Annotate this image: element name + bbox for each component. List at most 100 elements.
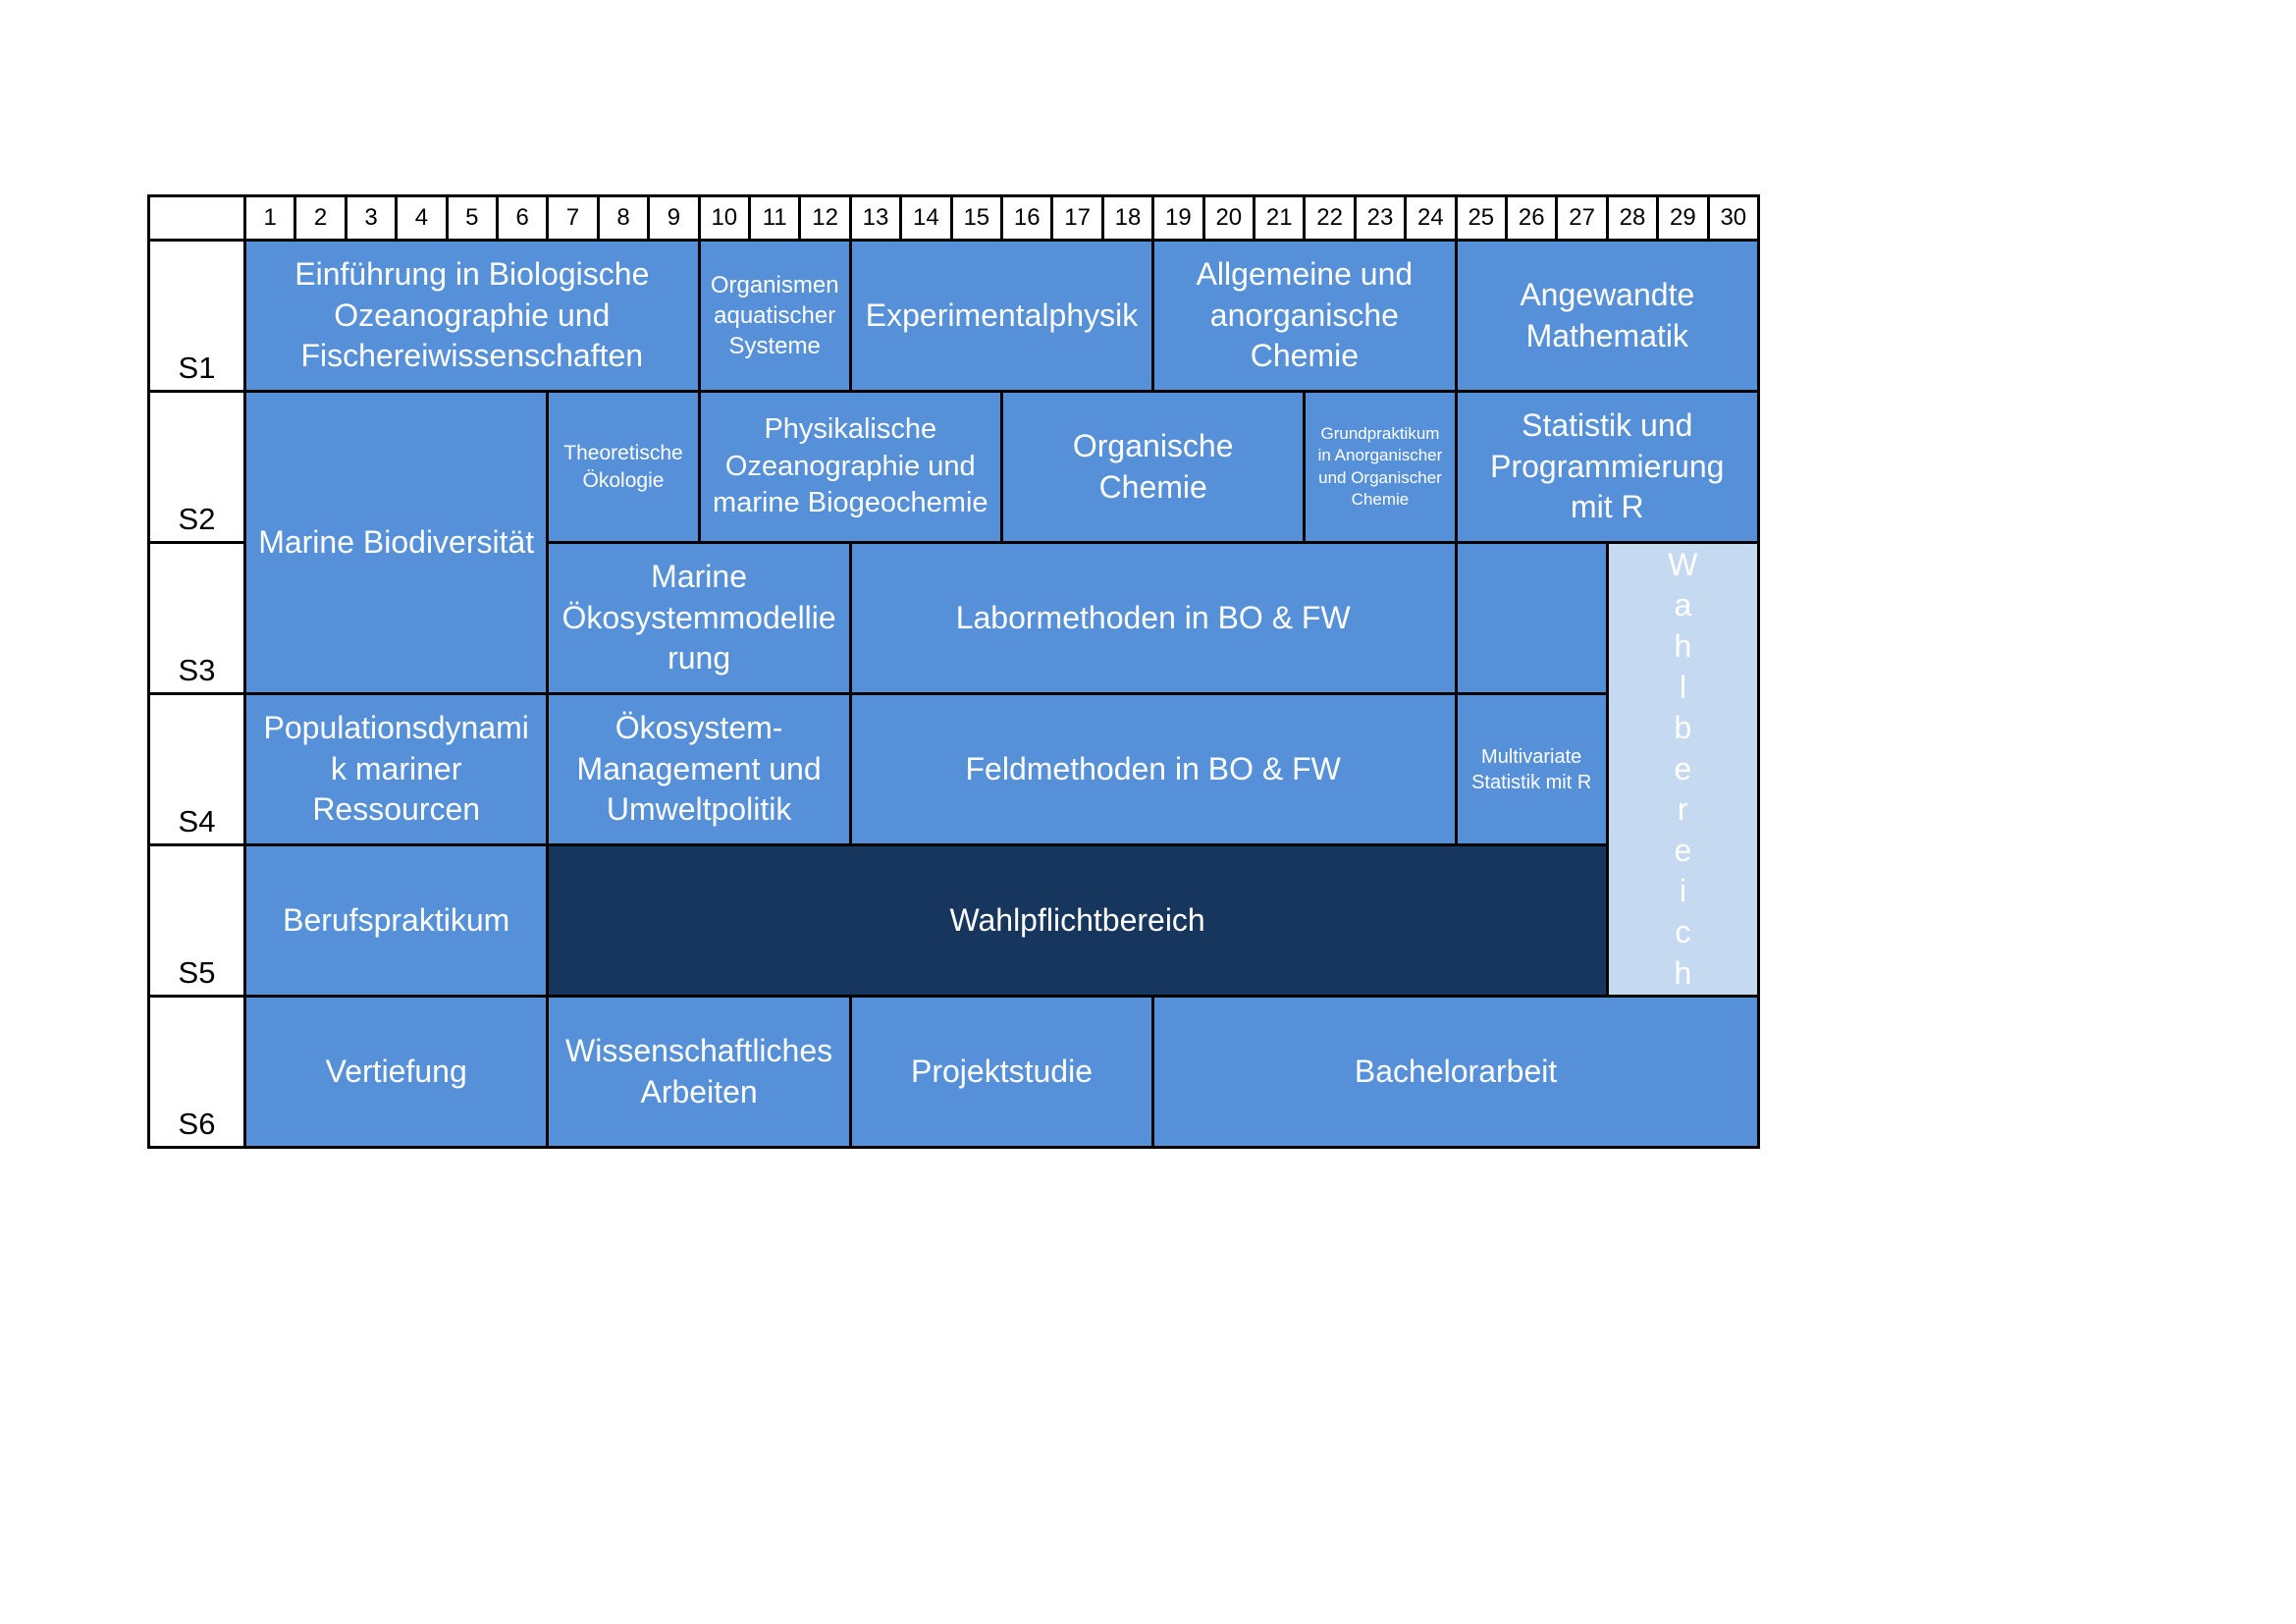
column-number: 8	[616, 204, 630, 231]
column-header: 17	[1050, 194, 1104, 242]
module-block: Multivariate Statistik mit R	[1454, 692, 1609, 846]
module-label: Projektstudie	[911, 1053, 1093, 1089]
column-header: 3	[344, 194, 399, 242]
semester-name: S1	[178, 351, 216, 385]
module-label: Statistik und Programmierung mit R	[1490, 407, 1725, 525]
column-number: 5	[465, 204, 479, 231]
module-block: Wissenschaftliches Arbeiten	[546, 995, 852, 1149]
column-header: 10	[697, 194, 751, 242]
module-label: Multivariate Statistik mit R	[1471, 745, 1592, 793]
module-label: Bachelorarbeit	[1354, 1053, 1558, 1089]
module-label: Physikalische Ozeanographie und marine B…	[713, 412, 988, 519]
column-number: 9	[667, 204, 681, 231]
semester-label: S6	[147, 995, 246, 1149]
column-number: 17	[1064, 204, 1091, 231]
column-number: 6	[515, 204, 529, 231]
column-header: 21	[1253, 194, 1307, 242]
column-header: 26	[1505, 194, 1559, 242]
column-number: 1	[263, 204, 277, 231]
module-block: Berufspraktikum	[243, 843, 550, 998]
module-block: Grundpraktikum in Anorganischer und Orga…	[1303, 390, 1458, 544]
semester-name: S2	[178, 502, 216, 536]
column-header: 7	[546, 194, 600, 242]
module-block: Theoretische Ökologie	[546, 390, 701, 544]
module-block: Organismen aquatischer Systeme	[697, 239, 852, 393]
column-number: 19	[1165, 204, 1192, 231]
column-header: 5	[445, 194, 499, 242]
module-label: Labormethoden in BO & FW	[955, 599, 1351, 635]
column-header: 9	[647, 194, 701, 242]
column-number: 25	[1468, 204, 1495, 231]
column-header: 30	[1706, 194, 1760, 242]
module-block: Vertiefung	[243, 995, 550, 1149]
column-number: 3	[364, 204, 378, 231]
module-block: Einführung in Biologische Ozeanographie …	[243, 239, 701, 393]
column-number: 16	[1013, 204, 1041, 231]
semester-name: S3	[178, 653, 216, 687]
module-block: Bachelorarbeit	[1151, 995, 1760, 1149]
module-label: Angewandte Mathematik	[1520, 276, 1695, 353]
column-number: 14	[913, 204, 939, 231]
column-header: 25	[1454, 194, 1508, 242]
column-header: 2	[294, 194, 347, 242]
column-number: 28	[1619, 204, 1646, 231]
column-header: 1	[243, 194, 297, 242]
column-header: 8	[596, 194, 651, 242]
column-number: 12	[812, 204, 838, 231]
column-number: 2	[313, 204, 328, 231]
module-block: Projektstudie	[848, 995, 1155, 1149]
column-header: 29	[1656, 194, 1710, 242]
column-number: 24	[1417, 204, 1444, 231]
column-header: 23	[1353, 194, 1408, 242]
column-number: 15	[963, 204, 990, 231]
module-block: Statistik und Programmierung mit R	[1454, 390, 1760, 544]
module-label: Allgemeine und anorganische Chemie	[1196, 256, 1414, 374]
module-label: Einführung in Biologische Ozeanographie …	[294, 256, 650, 374]
column-number: 4	[414, 204, 429, 231]
module-block: Marine Biodiversität	[243, 390, 550, 695]
column-number: 18	[1114, 204, 1142, 231]
semester-label: S5	[147, 843, 246, 998]
module-label: Wissenschaftliches Arbeiten	[565, 1032, 833, 1110]
module-label: Organismen aquatischer Systeme	[710, 271, 839, 360]
semester-label: S4	[147, 692, 246, 846]
module-label: Grundpraktikum in Anorganischer und Orga…	[1317, 424, 1443, 509]
module-block: Wahlpflichtbereich	[546, 843, 1609, 998]
module-label: Experimentalphysik	[865, 297, 1139, 333]
module-block-empty	[1454, 541, 1609, 695]
module-label: Marine Biodiversität	[258, 523, 535, 560]
module-block: Labormethoden in BO & FW	[848, 541, 1458, 695]
column-number: 23	[1366, 204, 1394, 231]
column-number: 10	[711, 204, 738, 231]
column-header: 16	[1000, 194, 1054, 242]
column-header: 6	[496, 194, 550, 242]
column-number: 13	[862, 204, 889, 231]
semester-label: S1	[147, 239, 246, 393]
column-header: 15	[949, 194, 1003, 242]
module-block: Physikalische Ozeanographie und marine B…	[697, 390, 1003, 544]
header-corner	[147, 194, 246, 242]
module-block: Allgemeine und anorganische Chemie	[1151, 239, 1458, 393]
module-block: Experimentalphysik	[848, 239, 1155, 393]
column-header: 24	[1404, 194, 1458, 242]
module-block: Ökosystem- Management und Umweltpolitik	[546, 692, 852, 846]
module-label: Wahlpflichtbereich	[949, 901, 1205, 938]
module-block: Angewandte Mathematik	[1454, 239, 1760, 393]
column-header: 11	[748, 194, 802, 242]
column-header: 18	[1100, 194, 1155, 242]
semester-name: S4	[178, 804, 216, 839]
column-header: 19	[1151, 194, 1205, 242]
module-label: Theoretische Ökologie	[563, 442, 683, 492]
column-number: 22	[1316, 204, 1343, 231]
module-label: Marine Ökosystemmodellie rung	[561, 559, 836, 677]
semester-name: S5	[178, 955, 216, 990]
module-block: Marine Ökosystemmodellie rung	[546, 541, 852, 695]
column-number: 29	[1670, 204, 1696, 231]
module-label: Organische Chemie	[1072, 427, 1234, 505]
module-block: Populationsdynami k mariner Ressourcen	[243, 692, 550, 846]
column-header: 14	[899, 194, 953, 242]
semester-label: S2	[147, 390, 246, 544]
module-label: Berufspraktikum	[283, 901, 510, 938]
column-header: 22	[1303, 194, 1357, 242]
